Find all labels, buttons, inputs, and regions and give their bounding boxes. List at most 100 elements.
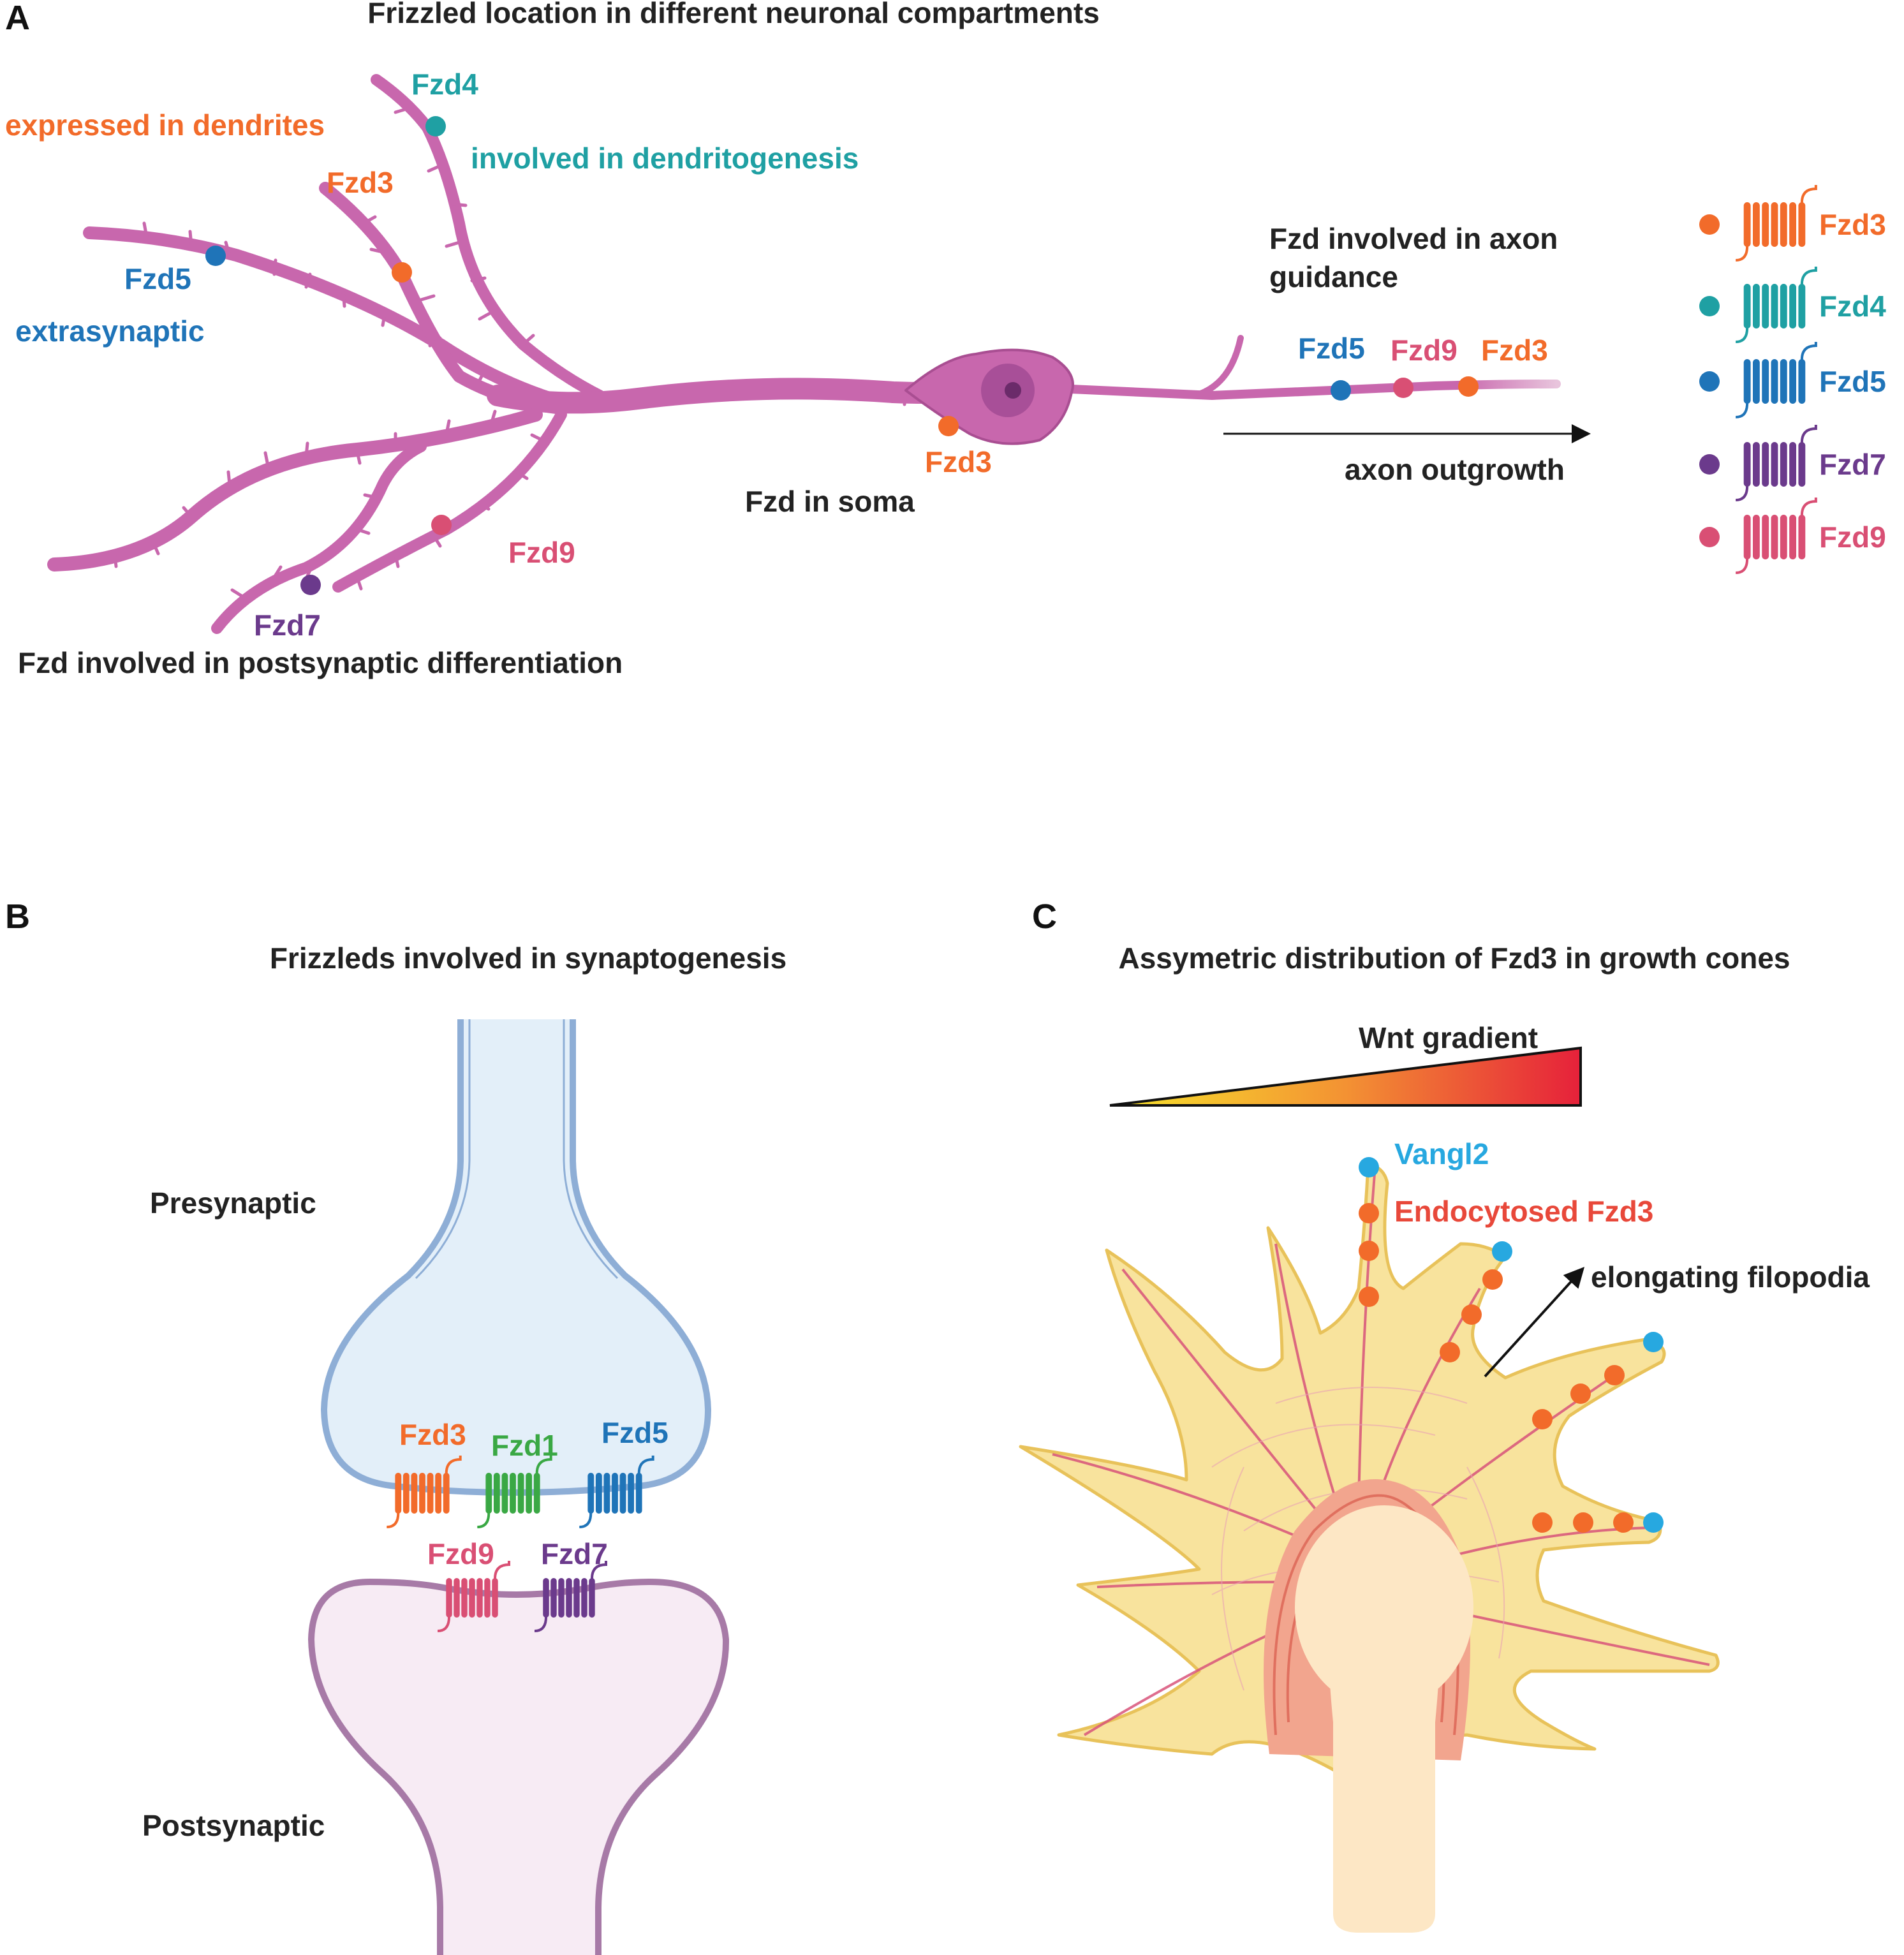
receptor-helix [1798,202,1806,247]
receptor-helix [446,1578,452,1618]
growth-cone [1019,1162,1720,1933]
dot-fzd7-dendrite [300,575,321,595]
receptor-helix [476,1578,483,1618]
receptor-termini [387,1456,462,1528]
dot-endocytosed-fzd3 [1359,1203,1379,1223]
panel-c-title: Assymetric distribution of Fzd3 in growt… [1119,941,1790,975]
receptor-helix [1780,359,1787,404]
receptor-helix [589,1578,595,1618]
panel-a-letter: A [5,0,30,37]
receptor-helix [1771,202,1778,247]
receptor-helix [1743,284,1751,328]
receptor-helix [526,1473,533,1514]
label-endocytosed-fzd3: Endocytosed Fzd3 [1394,1195,1653,1228]
dot-fzd3-dendrite [392,262,412,283]
receptor-helix [1798,442,1806,487]
receptor-label-fzd9: Fzd9 [427,1537,494,1570]
label-axon-fzd3: Fzd3 [1481,334,1548,367]
receptor-termini [1736,342,1817,418]
receptor-termini [1736,185,1817,262]
label-fzd4: Fzd4 [411,68,478,101]
receptor-helix [1762,284,1769,328]
receptor-helix [1789,359,1796,404]
panel-b-letter: B [5,897,30,936]
legend-label: Fzd5 [1819,365,1886,398]
dot-endocytosed-fzd3 [1440,1342,1460,1362]
receptor-helix [1762,442,1769,487]
legend-item-fzd4: Fzd4 [1699,267,1886,343]
dot-fzd5-axon [1331,380,1351,401]
presynaptic-receptor-fzd1 [477,1456,552,1528]
dot-fzd9-axon [1393,378,1413,398]
dot-vangl2 [1359,1157,1379,1177]
receptor-helix [1743,359,1751,404]
dot-fzd3-axon [1458,376,1479,397]
receptor-helix [1771,515,1778,559]
legend-item-fzd5: Fzd5 [1699,342,1886,418]
receptor-helix [501,1473,508,1514]
receptor-label-fzd1: Fzd1 [491,1429,558,1462]
label-fzd3-dendrite: Fzd3 [327,166,394,199]
presynaptic-receptor-fzd3 [387,1456,462,1528]
legend-receptor-icon [1736,342,1817,418]
label-dendritogenesis: involved in dendritogenesis [471,142,859,175]
receptor-helix [469,1578,475,1618]
panel-a-title: Frizzled location in different neuronal … [367,0,1100,29]
receptor-helix [395,1473,402,1514]
receptor-helix [619,1473,626,1514]
label-postsynaptic: Postsynaptic [142,1809,325,1842]
receptor-helix [533,1473,540,1514]
legend-dot [1699,371,1720,392]
receptor-helix [1743,515,1751,559]
postsynaptic-receptor-fzd7 [534,1561,607,1632]
legend-receptor-icon [1736,267,1817,343]
dendrite-lower-long [47,408,543,572]
neuron-fzd-dots [205,116,1479,595]
legend-label: Fzd7 [1819,448,1886,481]
receptor-helix [485,1473,492,1514]
receptor-helix [454,1578,460,1618]
dot-vangl2 [1643,1332,1664,1352]
dot-endocytosed-fzd3 [1604,1365,1625,1385]
wnt-gradient-wedge [1109,1046,1582,1107]
receptor-termini [437,1561,510,1632]
receptor-helix [543,1578,549,1618]
receptor-helix [484,1578,491,1618]
dot-fzd4-dendrite [425,116,446,136]
receptor-helix [595,1473,602,1514]
legend-item-fzd3: Fzd3 [1699,185,1886,262]
receptor-termini [477,1456,552,1528]
label-extrasynaptic: extrasynaptic [15,314,205,348]
dendrite-fzd4 [371,74,605,401]
receptor-helix [493,1473,500,1514]
dot-endocytosed-fzd3 [1359,1287,1379,1307]
receptor-termini [1736,498,1817,574]
receptor-helix [1789,442,1796,487]
receptor-helix [587,1473,594,1514]
dendrite-fzd7 [211,441,427,634]
receptor-helix [1789,202,1796,247]
axon-collateral [1196,335,1244,397]
presynaptic-receptor-fzd5 [579,1456,654,1528]
receptor-helix [1753,359,1760,404]
label-soma-fzd3: Fzd3 [925,445,992,478]
postsynaptic-receptor-fzd9 [437,1561,510,1632]
receptor-helix [1771,284,1778,328]
dot-fzd9-dendrite [431,515,452,535]
receptor-helix [581,1578,587,1618]
receptor-helix [603,1473,610,1514]
dot-endocytosed-fzd3 [1573,1512,1593,1533]
receptor-termini [1736,267,1817,343]
receptor-label-fzd7: Fzd7 [541,1537,608,1570]
label-soma: Fzd in soma [745,485,915,518]
receptor-helix [492,1578,498,1618]
receptor-helix [443,1473,450,1514]
elongating-filopodia-arrow [1484,1267,1585,1378]
label-fzd5-dendrite: Fzd5 [124,262,191,295]
presynaptic-inner-line [415,1019,619,1280]
receptor-helix [1753,202,1760,247]
dot-endocytosed-fzd3 [1482,1269,1503,1290]
neuron-illustration [47,74,1561,634]
panel-a: A Frizzled location in different neurona… [5,0,1886,679]
